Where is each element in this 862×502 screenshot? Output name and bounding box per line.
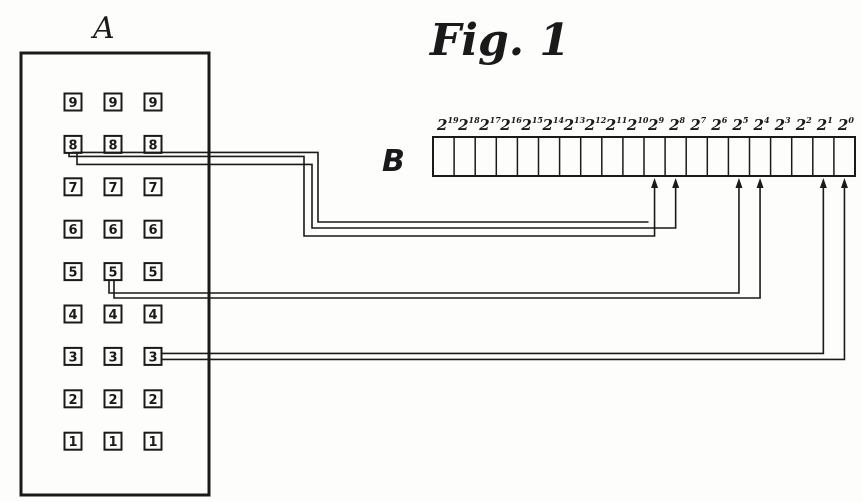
arrow-3-a <box>819 178 827 188</box>
arrow-3-b <box>840 178 848 188</box>
key-label: 9 <box>108 96 117 111</box>
key-label: 3 <box>108 350 117 365</box>
register-cell-label: 218 <box>457 115 480 134</box>
key-2-col-1 <box>63 389 83 409</box>
key-label: 3 <box>148 350 157 365</box>
key-label: 8 <box>148 138 157 153</box>
key-label: 4 <box>148 308 157 323</box>
wire-3-a <box>162 186 825 355</box>
register-cell-label: 214 <box>542 115 565 134</box>
register-cell-label: 215 <box>520 115 543 134</box>
panel-a-frame <box>19 51 211 497</box>
register-cell-label: 25 <box>731 115 748 134</box>
register-cell-label: 24 <box>753 115 770 134</box>
key-label: 3 <box>68 350 77 365</box>
key-1-col-2 <box>103 431 123 451</box>
key-1-col-3 <box>143 431 163 451</box>
key-label: 1 <box>68 435 77 450</box>
register-cell-label: 21 <box>816 115 833 134</box>
key-3-col-1 <box>63 346 83 366</box>
key-label: 6 <box>148 223 157 238</box>
register-cell-label: 29 <box>647 115 664 134</box>
key-4-col-2 <box>103 304 123 324</box>
register-cell-label: 22 <box>795 115 812 134</box>
key-label: 2 <box>68 393 77 408</box>
figure-labels: Fig. 1 A B <box>90 11 570 179</box>
key-label: 8 <box>68 138 77 153</box>
key-2-col-3 <box>143 389 163 409</box>
wire-3-b <box>162 186 846 361</box>
key-3-col-3 <box>143 346 163 366</box>
key-label: 4 <box>108 308 117 323</box>
key-4-col-3 <box>143 304 163 324</box>
key-5-col-3 <box>143 262 163 282</box>
key-9-col-3 <box>143 92 163 112</box>
key-4-col-1 <box>63 304 83 324</box>
key-label: 5 <box>148 266 157 281</box>
key-label: 9 <box>68 96 77 111</box>
key-label: 8 <box>108 138 117 153</box>
panel-a: 9 9 9 8 8 8 7 7 7 6 6 6 5 5 5 4 4 4 3 3 3 2 2 2 1 1 1 <box>19 51 211 497</box>
wire-8-a-inner <box>72 151 649 223</box>
register-cell-label: 26 <box>710 115 727 134</box>
register-cell-label: 212 <box>584 115 607 134</box>
key-label: 4 <box>68 308 77 323</box>
key-2-col-2 <box>103 389 123 409</box>
key-3-col-2 <box>103 346 123 366</box>
key-label: 7 <box>108 181 117 196</box>
register-cell-label: 217 <box>478 115 501 134</box>
key-5-col-2 <box>103 262 123 282</box>
key-7-col-3 <box>143 177 163 197</box>
key-label: 1 <box>108 435 117 450</box>
key-label: 1 <box>148 435 157 450</box>
key-1-col-1 <box>63 431 83 451</box>
register-cell-label: 216 <box>499 115 522 134</box>
figure-title: Fig. 1 <box>428 15 570 66</box>
register-cell-label: 213 <box>563 115 586 134</box>
register-cell-label: 219 <box>436 115 459 134</box>
key-label: 2 <box>108 393 117 408</box>
key-9-col-2 <box>103 92 123 112</box>
wire-8-b <box>76 153 677 229</box>
key-label: 7 <box>148 181 157 196</box>
key-5-col-1 <box>63 262 83 282</box>
key-label: 9 <box>148 96 157 111</box>
arrow-5-b <box>756 178 764 188</box>
key-7-col-1 <box>63 177 83 197</box>
arrow-8-b <box>672 178 680 188</box>
key-6-col-2 <box>103 219 123 239</box>
key-7-col-2 <box>103 177 123 197</box>
key-label: 6 <box>68 223 77 238</box>
key-6-col-3 <box>143 219 163 239</box>
label-a: A <box>90 11 115 46</box>
register-cell-label: 28 <box>668 115 685 134</box>
register-cell-label: 210 <box>626 115 649 134</box>
key-label: 6 <box>108 223 117 238</box>
wiring <box>68 151 848 361</box>
arrow-5-a <box>735 178 743 188</box>
register-cell-label: 20 <box>837 115 854 134</box>
key-label: 2 <box>148 393 157 408</box>
register-cell-label: 23 <box>774 115 791 134</box>
key-9-col-1 <box>63 92 83 112</box>
label-b: B <box>382 144 405 179</box>
wire-5-b <box>113 186 761 299</box>
key-label: 7 <box>68 181 77 196</box>
arrow-8-a <box>651 178 659 188</box>
key-6-col-1 <box>63 219 83 239</box>
key-label: 5 <box>68 266 77 281</box>
key-label: 5 <box>108 266 117 281</box>
register-cell-label: 27 <box>689 115 706 134</box>
wire-5-a <box>108 186 740 294</box>
register-cell-label: 211 <box>605 115 628 134</box>
